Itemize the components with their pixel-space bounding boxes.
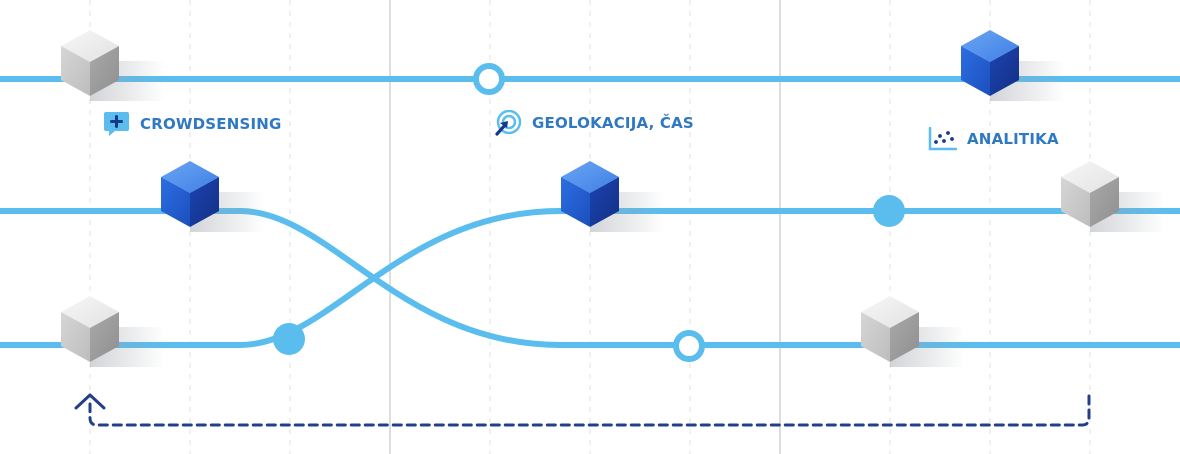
section-dividers (389, 0, 781, 454)
target-cursor-icon (495, 110, 522, 136)
plus-speech-bubble-icon (104, 112, 129, 136)
blue-cube (961, 30, 1065, 101)
gray-cube (61, 296, 165, 367)
geolocation-label: GEOLOKACIJA, ČAS (494, 110, 694, 136)
analytics-label: ANALITIKA (928, 127, 1059, 151)
hollow-node (673, 330, 705, 362)
crowdsensing-label-text: CROWDSENSING (140, 115, 282, 133)
hollow-node (473, 63, 505, 95)
track-nodes (273, 63, 905, 362)
crowdsensing-label: CROWDSENSING (103, 111, 282, 137)
gray-cube (1061, 161, 1165, 232)
gray-cube (61, 30, 165, 101)
chevron-up-icon (74, 393, 106, 410)
loop-back-path (88, 394, 1091, 427)
loop-back-arrow (74, 393, 1091, 427)
scatter-plot-icon (928, 127, 957, 151)
gray-cube (861, 296, 965, 367)
analytics-label-text: ANALITIKA (967, 130, 1059, 148)
cubes (61, 30, 1165, 367)
blue-cube (161, 161, 265, 232)
track-bottom-left (0, 208, 1180, 348)
filled-node (873, 195, 905, 227)
grid-lines (89, 0, 1091, 454)
filled-node (273, 323, 305, 355)
geolocation-label-text: GEOLOKACIJA, ČAS (532, 114, 694, 132)
blue-cube (561, 161, 665, 232)
